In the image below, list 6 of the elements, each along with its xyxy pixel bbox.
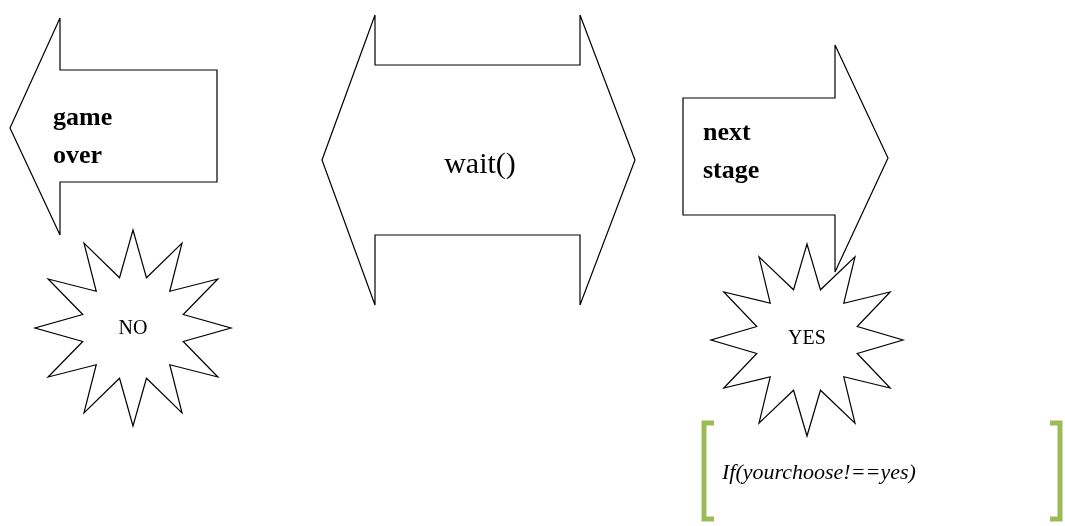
node-label: NO [117, 315, 149, 340]
node-label: YES [787, 325, 827, 350]
node-label: game over [53, 101, 114, 171]
node-label: next stage [703, 116, 761, 186]
node-label: wait() [443, 145, 517, 181]
node-label: If(yourchoose!==yes) [722, 458, 917, 486]
